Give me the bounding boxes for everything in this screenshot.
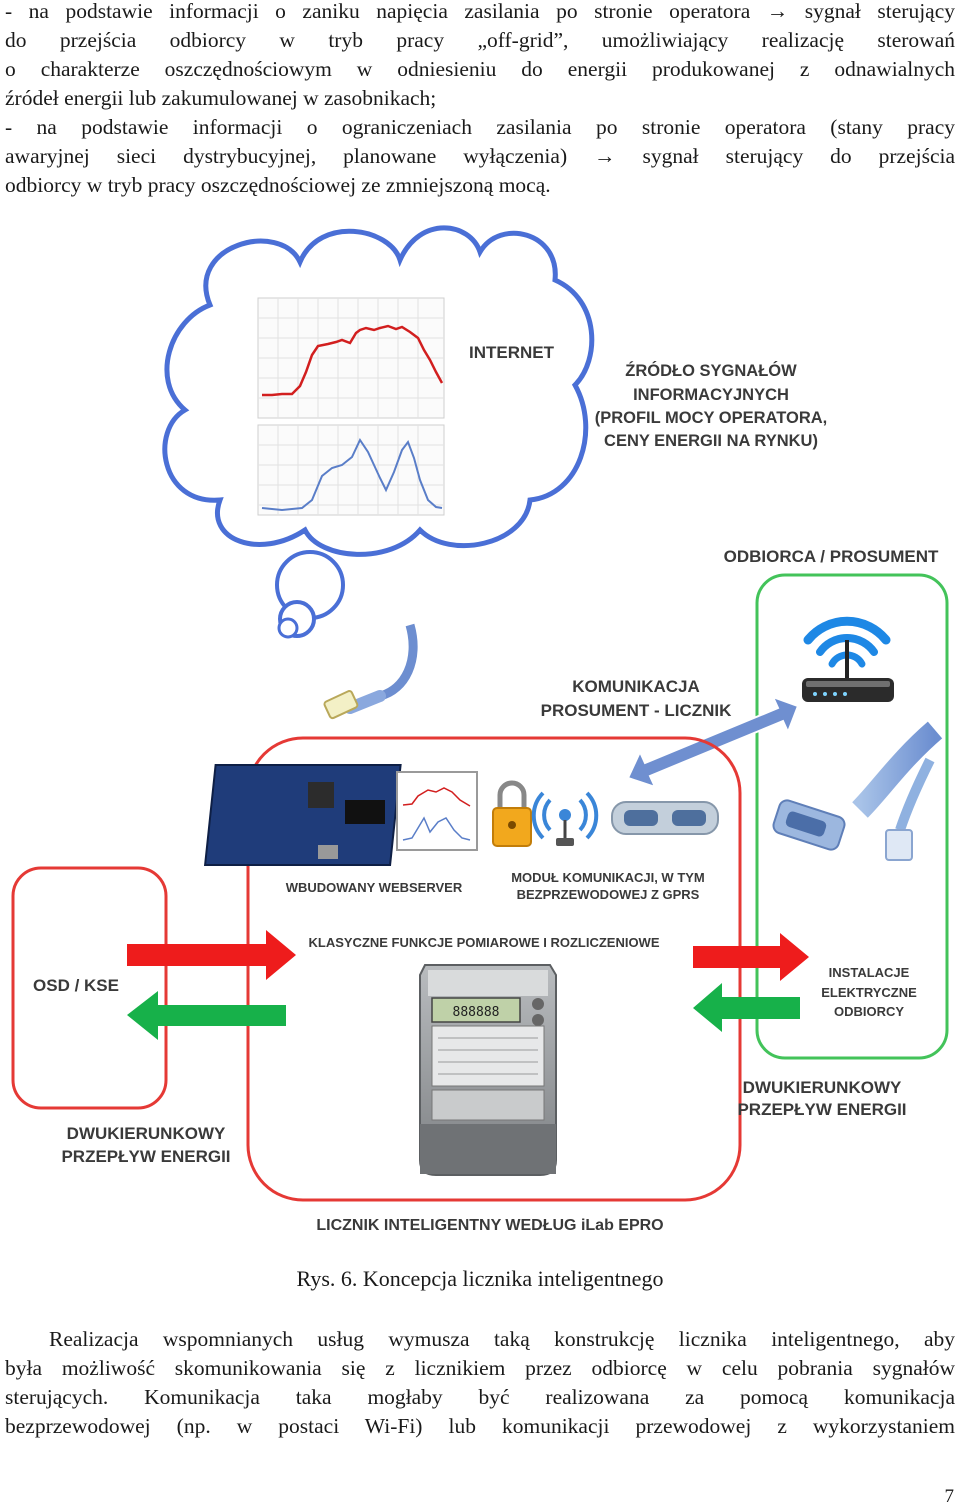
smart-meter-concept-figure: INTERNET ŹRÓDŁO SYGNAŁÓW INFORMACYJNYCH …	[11, 225, 949, 1234]
energy-arrow-left	[693, 983, 800, 1032]
thought-bubble	[277, 617, 299, 639]
bidirectional-flow-label: DWUKIERUNKOWY	[743, 1078, 902, 1097]
energy-arrow-right	[127, 930, 296, 980]
gprs-module-icon	[611, 801, 719, 835]
ethernet-cable-icon	[323, 623, 418, 720]
consumer-label: ODBIORCA / PROSUMENT	[724, 547, 939, 566]
text-line: - na podstawie informacji o ograniczenia…	[5, 115, 955, 139]
communication-arrow	[626, 695, 800, 789]
figure-caption: Rys. 6. Koncepcja licznika inteligentneg…	[296, 1266, 664, 1291]
module-label: BEZPRZEWODOWEJ Z GPRS	[517, 887, 700, 902]
bidirectional-flow-label: PRZEPŁYW ENERGII	[61, 1147, 230, 1166]
power-profile-chart	[257, 297, 445, 419]
top-paragraph: - na podstawie informacji o zaniku napię…	[5, 0, 955, 200]
energy-arrow-left	[127, 991, 286, 1040]
osd-kse-frame	[11, 866, 168, 1110]
module-label: MODUŁ KOMUNIKACJI, W TYM	[511, 870, 705, 885]
signal-source-line: CENY ENERGII NA RYNKU)	[604, 432, 818, 450]
webserver-board-icon	[203, 764, 478, 866]
communication-label: KOMUNIKACJA	[572, 677, 700, 696]
text-line: Realizacja wspomnianych usług wymusza ta…	[49, 1327, 955, 1351]
text-line: - na podstawie informacji o zaniku napię…	[5, 0, 955, 23]
installations-line: ELEKTRYCZNE	[821, 985, 917, 1000]
serial-cable-icon	[772, 721, 943, 861]
installations-line: INSTALACJE	[829, 965, 910, 980]
signal-source-label: ŹRÓDŁO SYGNAŁÓW INFORMACYJNYCH (PROFIL M…	[595, 361, 828, 450]
bottom-paragraph: Realizacja wspomnianych usług wymusza ta…	[5, 1325, 955, 1441]
text-line: awaryjnej sieci dystrybucyjnej, planowan…	[5, 144, 955, 168]
installations-label: INSTALACJE ELEKTRYCZNE ODBIORCY	[821, 965, 917, 1019]
bidirectional-flow-label: PRZEPŁYW ENERGII	[737, 1100, 906, 1119]
power-profile-line	[262, 324, 444, 397]
smart-meter-frame	[246, 736, 742, 1202]
text-line: bezprzewodowej (np. w postaci Wi-Fi) lub…	[5, 1414, 955, 1438]
meter-title-label: LICZNIK INTELIGENTNY WEDŁUG iLab EPRO	[316, 1217, 663, 1234]
svg-text:888888: 888888	[453, 1005, 500, 1020]
signal-source-line: INFORMACYJNYCH	[633, 386, 789, 404]
installations-line: ODBIORCY	[834, 1004, 904, 1019]
internet-label: INTERNET	[469, 343, 555, 362]
consumer-frame	[755, 573, 949, 1060]
smart-meter-device-icon: 888888	[419, 964, 557, 1176]
webserver-label: WBUDOWANY WEBSERVER	[286, 880, 463, 895]
wireless-antenna-icon	[531, 791, 599, 846]
text-line: odbiorcy w tryb pracy oszczędnościowej z…	[5, 173, 551, 197]
text-line: źródeł energii lub zakumulowanej w zasob…	[5, 86, 437, 110]
text-line: była możliwość skomunikowania się z licz…	[5, 1356, 955, 1380]
energy-price-chart	[257, 424, 445, 516]
classic-functions-label: KLASYCZNE FUNKCJE POMIAROWE I ROZLICZENI…	[309, 935, 660, 950]
text-line: sterujących. Komunikacja taka mogłaby by…	[5, 1385, 955, 1409]
signal-source-line: (PROFIL MOCY OPERATORA,	[595, 409, 828, 427]
signal-source-line: ŹRÓDŁO SYGNAŁÓW	[625, 361, 797, 380]
text-line: o charakterze oszczędnościowym w odniesi…	[5, 57, 955, 81]
page-number: 7	[944, 1486, 955, 1507]
communication-label: PROSUMENT - LICZNIK	[541, 701, 732, 720]
bidirectional-flow-label: DWUKIERUNKOWY	[67, 1124, 226, 1143]
energy-arrow-right	[693, 933, 809, 981]
wifi-router-icon	[802, 616, 894, 702]
osd-kse-label: OSD / KSE	[33, 976, 119, 995]
text-line: do przejścia odbiorcy w tryb pracy „off-…	[5, 28, 955, 52]
padlock-icon	[492, 780, 532, 847]
energy-price-line	[261, 437, 443, 512]
internet-cloud: INTERNET	[162, 225, 595, 639]
